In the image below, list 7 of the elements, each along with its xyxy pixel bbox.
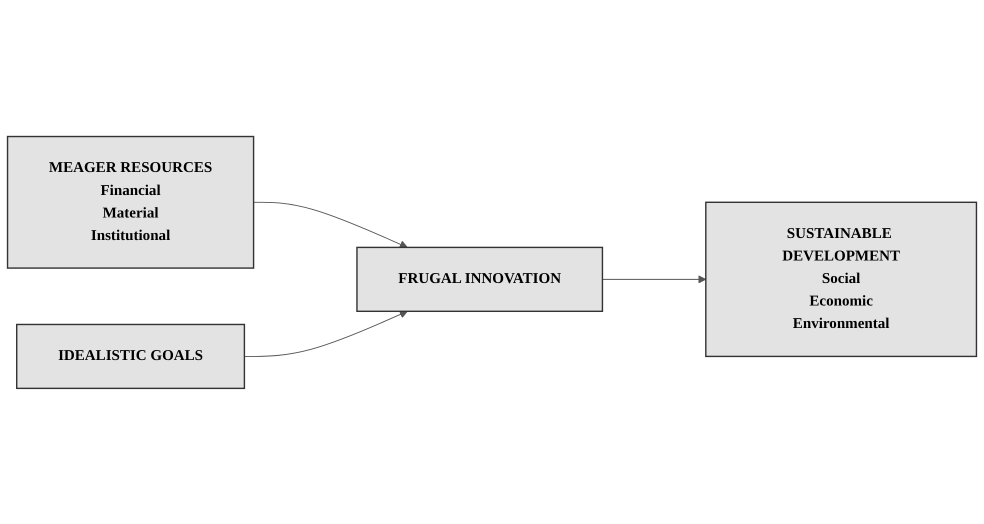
node-box: MEAGER RESOURCES Financial Material Institutional [6, 135, 254, 268]
arrow [244, 310, 408, 356]
node-box: IDEALISTIC GOALS [16, 323, 246, 389]
arrow [602, 274, 706, 284]
node-box: SUSTAINABLE DEVELOPMENT Social Economic Environmental [705, 201, 978, 357]
node-box: FRUGAL INNOVATION [356, 246, 604, 312]
arrow [253, 201, 408, 248]
